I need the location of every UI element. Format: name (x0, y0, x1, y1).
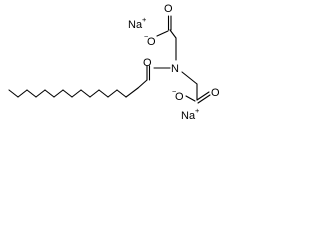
sodium-lower-charge: + (195, 106, 200, 115)
lower-carboxyl-oxygen-double-label: O (211, 87, 220, 99)
sodium-ion-lower: Na + (181, 106, 200, 121)
chemical-structure: O N O O − O O − Na + Na + (8, 3, 220, 121)
sodium-upper-symbol: Na (128, 19, 143, 31)
lower-carboxymethyl-arm (181, 71, 211, 104)
upper-carboxylate-charge: − (144, 32, 149, 41)
amide-carbonyl-bond (146, 65, 151, 81)
sodium-ion-upper: Na + (128, 15, 147, 31)
upper-carboxyl-oxygen-double-label: O (164, 3, 173, 15)
lower-carboxylate-charge: − (172, 87, 177, 96)
sodium-lower-symbol: Na (181, 110, 196, 121)
sodium-upper-charge: + (142, 15, 147, 24)
nitrogen-label: N (171, 63, 179, 75)
amide-oxygen-label: O (143, 57, 152, 69)
upper-carboxymethyl-arm (156, 15, 177, 61)
lower-carboxyl-oxygen-single-label: O (175, 91, 184, 103)
upper-carboxyl-oxygen-single-label: O (147, 36, 156, 48)
alkyl-chain (8, 79, 148, 98)
